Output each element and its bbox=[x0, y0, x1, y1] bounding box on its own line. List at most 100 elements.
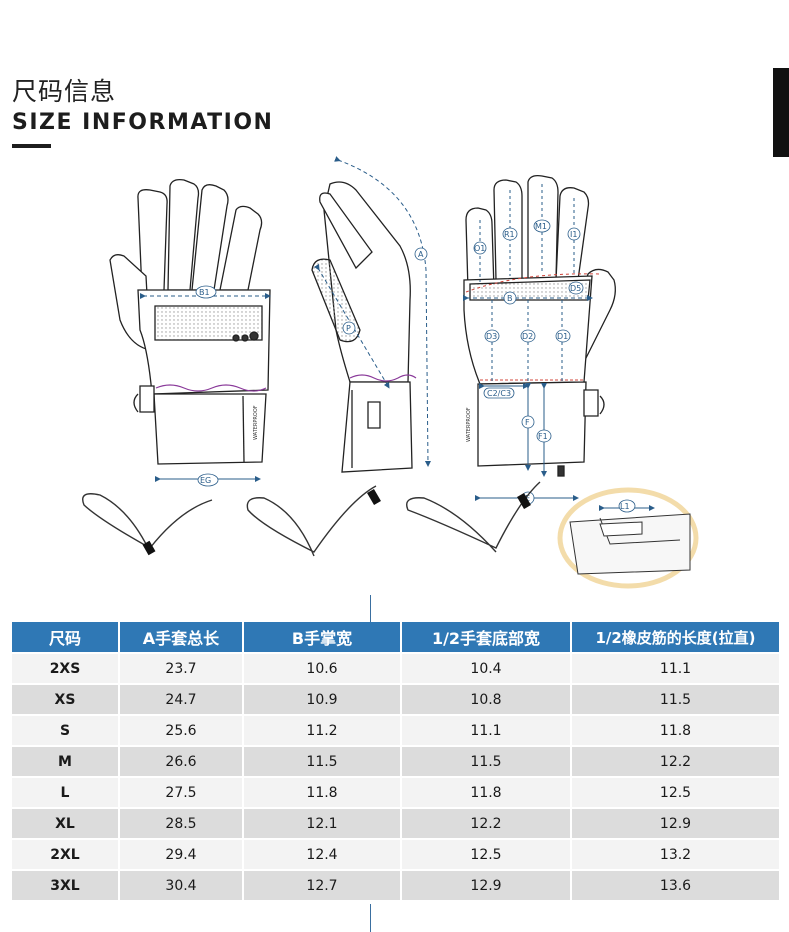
side-accent-bar bbox=[773, 68, 789, 157]
cell-value: 12.1 bbox=[244, 807, 402, 838]
cell-value: 12.7 bbox=[244, 869, 402, 900]
glove-back-view bbox=[109, 178, 271, 465]
page-title-en: SIZE INFORMATION bbox=[12, 110, 274, 135]
header-elastic-length: 1/2橡皮筋的长度(拉直) bbox=[572, 622, 781, 652]
svg-text:R1: R1 bbox=[504, 230, 515, 239]
cell-value: 11.8 bbox=[244, 776, 402, 807]
svg-text:D1: D1 bbox=[557, 332, 568, 341]
header-palm-width: B手掌宽 bbox=[244, 622, 402, 652]
svg-text:E: E bbox=[525, 494, 530, 503]
table-row: 3XL 30.4 12.7 12.9 13.6 bbox=[12, 869, 781, 900]
label-d3: D3 bbox=[484, 329, 500, 343]
stitch-line-back bbox=[155, 384, 267, 392]
cell-size: S bbox=[12, 714, 120, 745]
cell-value: 29.4 bbox=[120, 838, 244, 869]
vertical-guide-line-top bbox=[370, 595, 371, 622]
svg-text:EG: EG bbox=[200, 476, 211, 485]
leash-3 bbox=[406, 481, 541, 553]
label-b: B bbox=[503, 291, 517, 305]
cell-value: 12.4 bbox=[244, 838, 402, 869]
svg-text:I1: I1 bbox=[570, 230, 577, 239]
measure-line-red bbox=[465, 273, 601, 293]
cell-size: XL bbox=[12, 807, 120, 838]
svg-text:B: B bbox=[507, 294, 513, 303]
cell-value: 13.6 bbox=[572, 869, 781, 900]
glove-side-view bbox=[311, 181, 413, 473]
cell-value: 11.5 bbox=[572, 683, 781, 714]
cell-size: 2XL bbox=[12, 838, 120, 869]
cell-value: 12.5 bbox=[402, 838, 572, 869]
cell-value: 11.8 bbox=[402, 776, 572, 807]
label-f1: F1 bbox=[536, 429, 552, 443]
table-row: 2XS 23.7 10.6 10.4 11.1 bbox=[12, 652, 781, 683]
label-eg: EG bbox=[197, 473, 219, 487]
label-c2c3: C2/C3 bbox=[483, 387, 515, 399]
header-bottom-width: 1/2手套底部宽 bbox=[402, 622, 572, 652]
table-row: M 26.6 11.5 11.5 12.2 bbox=[12, 745, 781, 776]
svg-text:F: F bbox=[525, 418, 530, 427]
svg-text:C2/C3: C2/C3 bbox=[487, 389, 511, 398]
cell-value: 13.2 bbox=[572, 838, 781, 869]
svg-text:M1: M1 bbox=[535, 222, 547, 231]
size-chart-table: 尺码 A手套总长 B手掌宽 1/2手套底部宽 1/2橡皮筋的长度(拉直) 2XS… bbox=[12, 622, 781, 900]
svg-text:B1: B1 bbox=[199, 288, 210, 297]
svg-text:P: P bbox=[346, 324, 351, 333]
table-header-row: 尺码 A手套总长 B手掌宽 1/2手套底部宽 1/2橡皮筋的长度(拉直) bbox=[12, 622, 781, 652]
cell-value: 12.5 bbox=[572, 776, 781, 807]
label-d5: D5 bbox=[568, 281, 584, 295]
label-i1: I1 bbox=[567, 227, 581, 241]
label-b1: B1 bbox=[195, 285, 217, 299]
cell-value: 11.1 bbox=[402, 714, 572, 745]
leash-1 bbox=[82, 493, 213, 553]
cell-value: 10.4 bbox=[402, 652, 572, 683]
leash-2-clip bbox=[367, 488, 381, 506]
detail-callout-l1: L1 bbox=[557, 487, 699, 589]
cell-value: 12.2 bbox=[402, 807, 572, 838]
cell-size: L bbox=[12, 776, 120, 807]
svg-text:L1: L1 bbox=[620, 502, 630, 511]
label-d2: D2 bbox=[520, 329, 536, 343]
svg-text:D2: D2 bbox=[522, 332, 533, 341]
cell-value: 23.7 bbox=[120, 652, 244, 683]
svg-text:D3: D3 bbox=[486, 332, 497, 341]
dimension-a bbox=[334, 156, 431, 467]
cell-size: 2XS bbox=[12, 652, 120, 683]
cell-value: 11.5 bbox=[244, 745, 402, 776]
svg-text:F1: F1 bbox=[538, 432, 548, 441]
svg-text:O1: O1 bbox=[474, 244, 485, 253]
page-title-cn: 尺码信息 bbox=[12, 77, 117, 106]
table-row: 2XL 29.4 12.4 12.5 13.2 bbox=[12, 838, 781, 869]
cell-size: 3XL bbox=[12, 869, 120, 900]
cell-value: 26.6 bbox=[120, 745, 244, 776]
cell-value: 11.8 bbox=[572, 714, 781, 745]
cell-value: 12.9 bbox=[402, 869, 572, 900]
label-r1: R1 bbox=[502, 227, 518, 241]
cell-value: 11.5 bbox=[402, 745, 572, 776]
label-f: F bbox=[521, 415, 535, 429]
cell-value: 11.2 bbox=[244, 714, 402, 745]
cell-value: 25.6 bbox=[120, 714, 244, 745]
leash-1-clip bbox=[142, 540, 156, 556]
svg-text:A: A bbox=[418, 250, 424, 259]
table-row: S 25.6 11.2 11.1 11.8 bbox=[12, 714, 781, 745]
table-row: XS 24.7 10.9 10.8 11.5 bbox=[12, 683, 781, 714]
cell-value: 11.1 bbox=[572, 652, 781, 683]
cell-value: 28.5 bbox=[120, 807, 244, 838]
table-row: L 27.5 11.8 11.8 12.5 bbox=[12, 776, 781, 807]
label-p: P bbox=[342, 321, 356, 335]
table-row: XL 28.5 12.1 12.2 12.9 bbox=[12, 807, 781, 838]
label-m1: M1 bbox=[533, 219, 551, 233]
cell-value: 10.8 bbox=[402, 683, 572, 714]
header-size: 尺码 bbox=[12, 622, 120, 652]
cell-value: 10.6 bbox=[244, 652, 402, 683]
title-underline bbox=[12, 144, 51, 148]
vertical-guide-line-bottom bbox=[370, 904, 371, 932]
cell-value: 27.5 bbox=[120, 776, 244, 807]
cell-value: 12.2 bbox=[572, 745, 781, 776]
label-o1: O1 bbox=[473, 241, 487, 255]
dimension-p bbox=[313, 263, 390, 389]
cell-value: 12.9 bbox=[572, 807, 781, 838]
glove-measurement-diagram: B1 EG A P bbox=[0, 150, 789, 595]
leash-3-clip bbox=[517, 492, 531, 510]
cell-size: XS bbox=[12, 683, 120, 714]
